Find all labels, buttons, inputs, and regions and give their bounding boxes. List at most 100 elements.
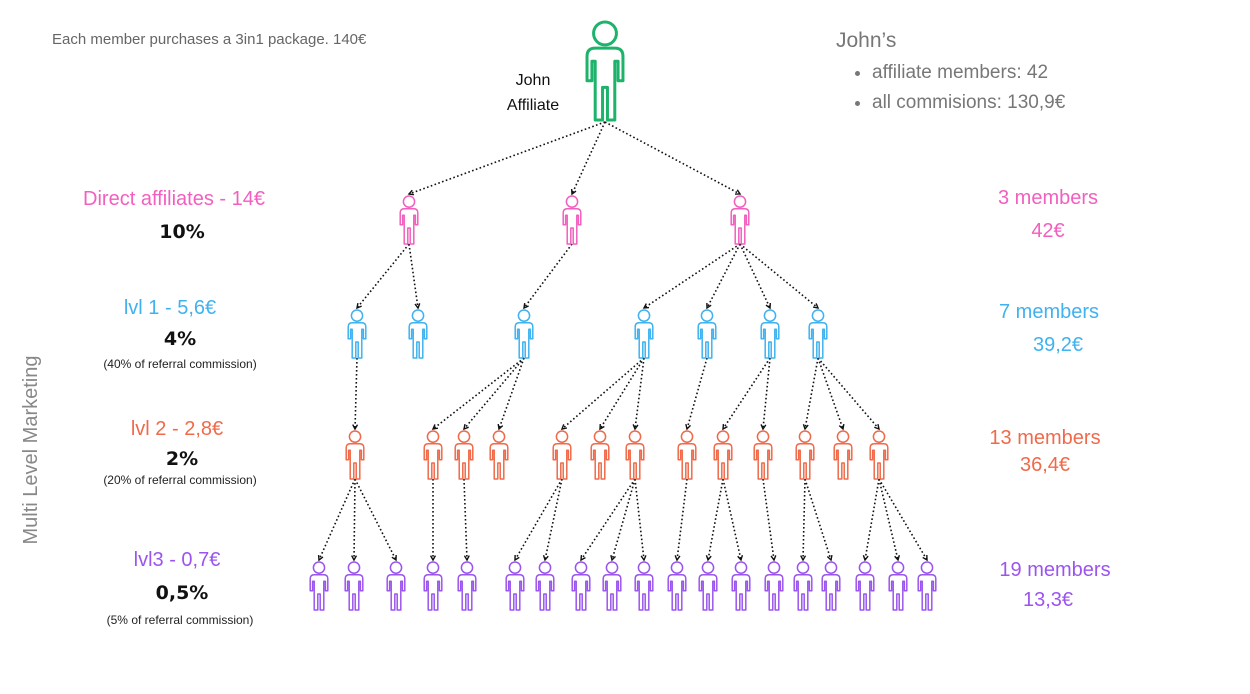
edge-direct-lvl1-arrow (706, 302, 712, 310)
root-role: Affiliate (506, 97, 560, 114)
lvl3-person-icon (505, 561, 525, 611)
edge-lvl1-lvl2 (432, 357, 525, 430)
edge-lvl1-lvl2 (817, 357, 880, 430)
level-3-percent: 0,5% (155, 582, 209, 604)
edge-lvl2-lvl3 (707, 478, 724, 561)
lvl1-person-icon (408, 309, 428, 359)
edge-lvl2-lvl3 (634, 478, 645, 561)
lvl2-person-icon (869, 430, 889, 480)
edge-lvl1-lvl2 (817, 357, 844, 430)
edge-lvl1-lvl2 (463, 357, 525, 430)
edge-lvl2-lvl3-arrow (737, 555, 744, 562)
lvl1-person-icon (808, 309, 828, 359)
level-1-note: (40% of referral commission) (103, 357, 257, 371)
tree-people (309, 20, 937, 611)
lvl3-person-icon (917, 561, 937, 611)
level-direct-percent: 10% (159, 221, 205, 243)
edge-lvl1-lvl2-arrow (722, 423, 728, 431)
summary-box: John’s affiliate members: 42 all commisi… (836, 28, 1065, 118)
edge-root-direct (408, 121, 606, 195)
edge-lvl1-lvl2-arrow (802, 424, 809, 431)
level-1-percent: 4% (163, 328, 197, 350)
edge-lvl1-lvl2 (634, 357, 645, 430)
lvl1-person-icon (514, 309, 534, 359)
lvl3-person-icon (855, 561, 875, 611)
edge-lvl1-lvl2-arrow (352, 424, 359, 431)
edge-lvl2-lvl3-arrow (800, 555, 807, 562)
edge-direct-lvl1-arrow (765, 302, 772, 310)
edge-lvl1-lvl2-arrow (632, 424, 639, 431)
direct-person-icon (730, 195, 750, 245)
lvl2-person-icon (590, 430, 610, 480)
lvl2-person-icon (489, 430, 509, 480)
edge-lvl2-lvl3-arrow (894, 554, 901, 562)
level-3-amount: 13,3€ (1022, 589, 1074, 611)
edge-lvl2-lvl3-arrow (391, 554, 397, 562)
level-1-amount: 39,2€ (1032, 334, 1084, 356)
lvl3-person-icon (386, 561, 406, 611)
edge-lvl2-lvl3 (354, 478, 397, 561)
lvl3-person-icon (344, 561, 364, 611)
lvl2-person-icon (833, 430, 853, 480)
edge-root-direct-arrow (570, 188, 577, 196)
lvl3-person-icon (888, 561, 908, 611)
level-2-totals: 13 members 36,4€ (955, 424, 1135, 478)
level-3-note: (5% of referral commission) (106, 613, 254, 627)
edge-lvl2-lvl3-arrow (542, 555, 549, 562)
edge-direct-lvl1 (356, 243, 410, 309)
level-1-totals: 7 members 39,2€ (959, 296, 1139, 362)
root-name: John (515, 72, 551, 89)
edge-lvl2-lvl3 (762, 478, 775, 561)
edge-lvl2-lvl3-arrow (317, 554, 324, 562)
level-3-totals: 19 members 13,3€ (965, 555, 1145, 615)
lvl3-person-icon (731, 561, 751, 611)
lvl1-person-icon (634, 309, 654, 359)
edge-lvl2-lvl3-arrow (674, 555, 681, 562)
summary-list: affiliate members: 42 all commisions: 13… (836, 58, 1065, 118)
edge-lvl2-lvl3 (878, 478, 928, 561)
level-2-amount: 36,4€ (1019, 454, 1071, 476)
edge-lvl2-lvl3-arrow (826, 554, 833, 562)
lvl2-person-icon (552, 430, 572, 480)
lvl3-person-icon (793, 561, 813, 611)
edge-lvl2-lvl3 (878, 478, 899, 561)
summary-affiliate-members: affiliate members: 42 (872, 58, 1065, 88)
lvl3-person-icon (571, 561, 591, 611)
edge-root-direct (571, 121, 606, 195)
lvl2-person-icon (713, 430, 733, 480)
edge-direct-lvl1-arrow (812, 303, 820, 309)
edge-lvl2-lvl3 (318, 478, 356, 561)
edge-lvl1-lvl2-arrow (431, 424, 439, 430)
level-2-percent: 2% (165, 448, 199, 470)
edge-direct-lvl1-arrow (414, 303, 421, 310)
level-2-members: 13 members (989, 427, 1101, 449)
edge-lvl2-lvl3 (353, 478, 356, 561)
edge-root-direct-arrow (734, 189, 742, 195)
edge-lvl1-lvl2 (686, 357, 708, 430)
edge-lvl2-lvl3 (676, 478, 688, 561)
root-person-icon (585, 20, 625, 122)
edge-direct-lvl1-arrow (642, 303, 650, 309)
edge-lvl2-lvl3-arrow (351, 555, 358, 562)
edge-lvl2-lvl3-arrow (770, 555, 777, 562)
edge-direct-lvl1 (408, 243, 419, 309)
edge-lvl2-lvl3-arrow (580, 554, 586, 562)
lvl3-person-icon (821, 561, 841, 611)
edge-lvl1-lvl2-arrow (599, 423, 605, 431)
lvl2-person-icon (795, 430, 815, 480)
edge-lvl2-lvl3 (580, 478, 636, 561)
lvl3-person-icon (764, 561, 784, 611)
tree-edges (317, 121, 928, 562)
edge-direct-lvl1-arrow (523, 302, 529, 310)
lvl3-person-icon (667, 561, 687, 611)
edge-direct-lvl1 (706, 243, 741, 309)
lvl3-person-icon (698, 561, 718, 611)
lvl3-person-icon (602, 561, 622, 611)
edge-lvl1-lvl2 (762, 357, 771, 430)
edge-lvl2-lvl3 (514, 478, 563, 561)
summary-title: John’s (836, 29, 897, 52)
edge-direct-lvl1 (739, 243, 819, 309)
lvl2-person-icon (423, 430, 443, 480)
lvl3-person-icon (423, 561, 443, 611)
